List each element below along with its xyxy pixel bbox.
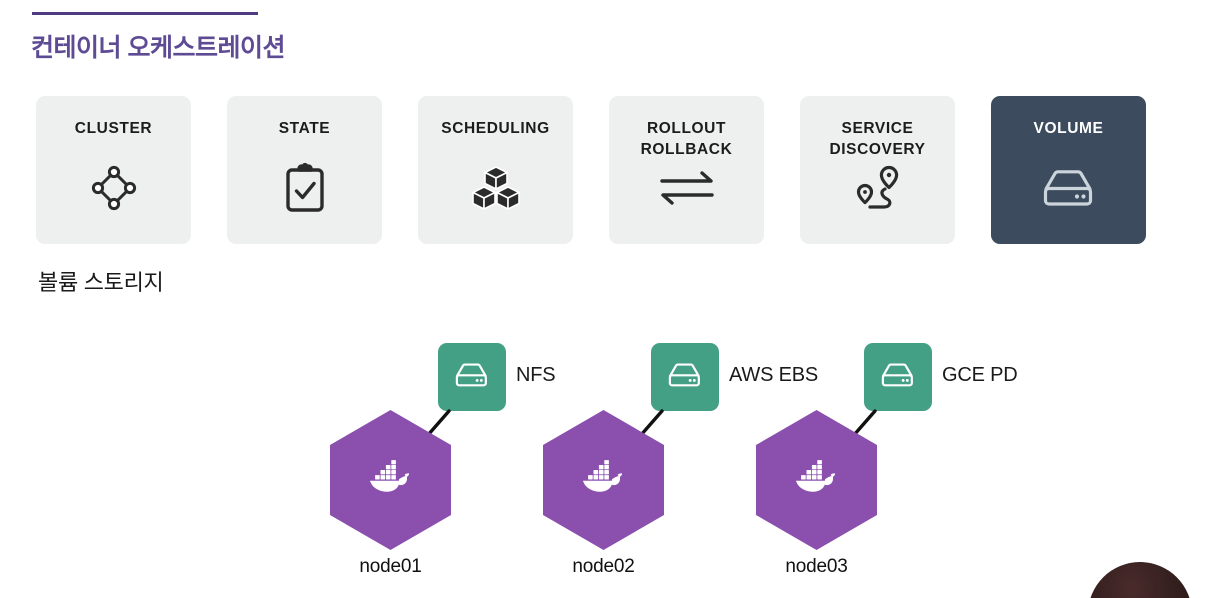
stacked-boxes-icon [470, 162, 522, 214]
feature-card-label: STATE [278, 120, 331, 137]
node-label: node01 [359, 556, 422, 577]
swap-arrows-icon [658, 162, 716, 214]
node-label: node02 [572, 556, 635, 577]
hard-drive-icon [1041, 162, 1097, 214]
storage-box[interactable] [864, 343, 932, 411]
storage-box[interactable] [651, 343, 719, 411]
feature-card-label: ROLLOUT ROLLBACK [640, 120, 733, 159]
feature-card-service-discovery[interactable]: SERVICE DISCOVERY [800, 96, 955, 244]
feature-card-label: SERVICE DISCOVERY [829, 120, 926, 159]
node-label: node03 [785, 556, 848, 577]
storage-label: AWS EBS [729, 364, 818, 386]
docker-node-hexagon[interactable] [756, 410, 877, 550]
docker-whale-icon [794, 459, 840, 502]
docker-whale-icon [368, 459, 414, 502]
hard-drive-icon [880, 361, 916, 394]
docker-node-hexagon[interactable] [330, 410, 451, 550]
volume-storage-diagram: NFS [0, 330, 1214, 598]
docker-node-hexagon[interactable] [543, 410, 664, 550]
storage-label: NFS [516, 364, 556, 386]
storage-box[interactable] [438, 343, 506, 411]
feature-card-label: CLUSTER [74, 120, 153, 137]
docker-whale-icon [581, 459, 627, 502]
feature-card-cluster[interactable]: CLUSTER [36, 96, 191, 244]
feature-card-label: SCHEDULING [441, 120, 550, 137]
section-subtitle: 볼륨 스토리지 [38, 270, 164, 295]
feature-card-scheduling[interactable]: SCHEDULING [418, 96, 573, 244]
feature-card-state[interactable]: STATE [227, 96, 382, 244]
feature-card-label: VOLUME [1033, 120, 1104, 137]
cluster-nodes-icon [88, 162, 140, 214]
clipboard-check-icon [283, 162, 327, 214]
hard-drive-icon [667, 361, 703, 394]
route-pins-icon [853, 162, 903, 214]
orchestration-feature-card-strip: CLUSTER STATE SCHEDULING [36, 96, 1158, 244]
storage-label: GCE PD [942, 364, 1018, 386]
header-accent-rule [32, 12, 258, 15]
feature-card-rollout-rollback[interactable]: ROLLOUT ROLLBACK [609, 96, 764, 244]
page-title: 컨테이너 오케스트레이션 [31, 34, 285, 62]
hard-drive-icon [454, 361, 490, 394]
feature-card-volume[interactable]: VOLUME [991, 96, 1146, 244]
